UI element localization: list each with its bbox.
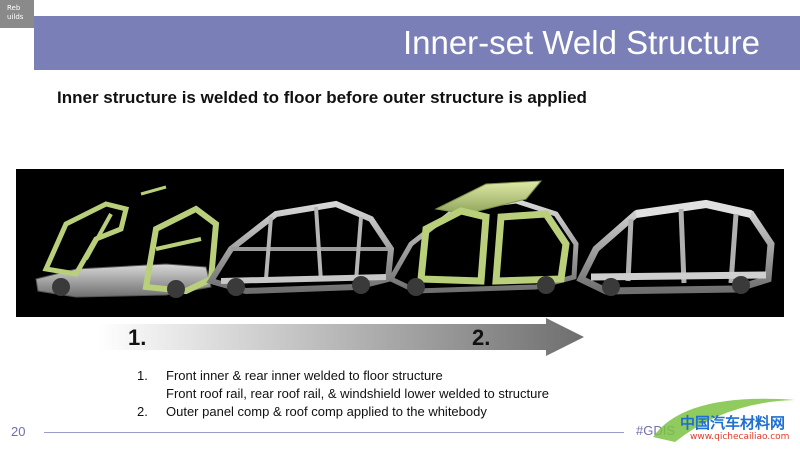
logo-line-2: uilds — [7, 13, 24, 21]
frame-panel-1 — [35, 185, 220, 298]
step-item-1-number: 1. — [137, 368, 148, 383]
body-in-white-photo — [16, 169, 784, 317]
slide-title: Inner-set Weld Structure — [402, 24, 760, 61]
title-bar: Inner-set Weld Structure — [34, 16, 800, 70]
footer-divider — [44, 432, 624, 433]
step-item-2-text: Outer panel comp & roof comp applied to … — [166, 404, 487, 419]
step-item-1b: Front roof rail, rear roof rail, & winds… — [137, 385, 549, 403]
step-item-1-text: Front inner & rear inner welded to floor… — [166, 368, 443, 383]
logo-badge: Reb uilds — [0, 0, 34, 28]
watermark-text: 中国汽车材料网 — [680, 414, 786, 432]
step-2-marker: 2. — [472, 325, 491, 350]
body-frames-illustration — [35, 180, 775, 298]
frame-panel-4 — [576, 199, 775, 296]
frame-panel-3 — [387, 180, 579, 296]
step-item-1b-text: Front roof rail, rear roof rail, & winds… — [166, 386, 549, 401]
steps-list: 1. Front inner & rear inner welded to flo… — [137, 367, 549, 421]
watermark-swoosh-icon — [653, 398, 795, 442]
logo-line-1: Reb — [7, 4, 21, 12]
step-item-1: 1. Front inner & rear inner welded to flo… — [137, 367, 549, 385]
step-item-2-number: 2. — [137, 404, 148, 419]
step-1-marker: 1. — [128, 325, 147, 350]
watermark-url: www.qichecailiao.com — [690, 432, 790, 442]
slide-subtitle: Inner structure is welded to floor befor… — [57, 88, 587, 107]
process-arrow — [98, 318, 584, 356]
frame-panel-2 — [206, 200, 395, 296]
page-number: 20 — [11, 424, 26, 439]
step-item-2: 2. Outer panel comp & roof comp applied t… — [137, 403, 549, 421]
